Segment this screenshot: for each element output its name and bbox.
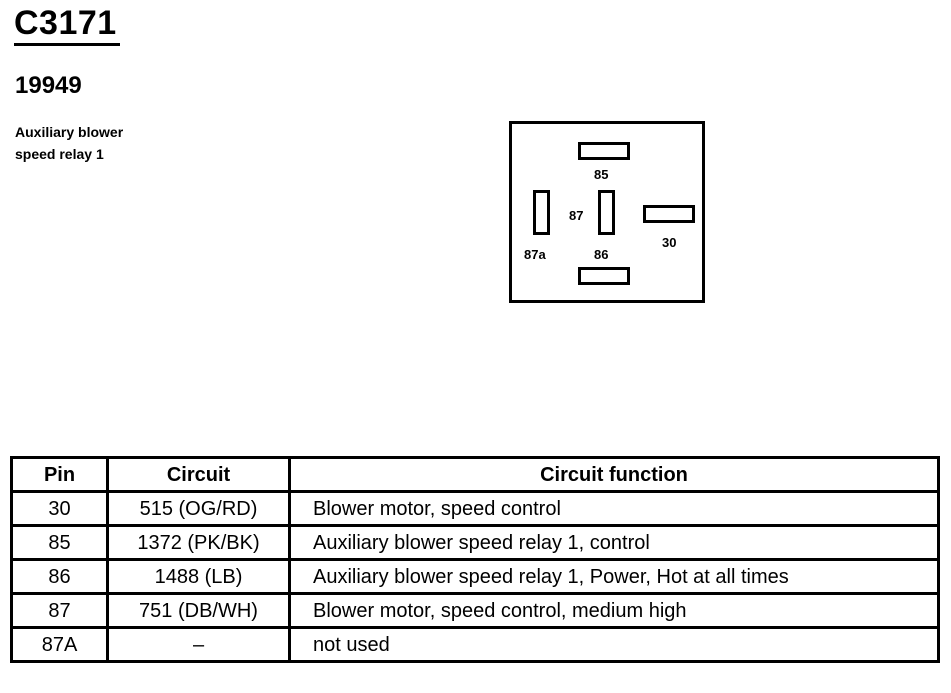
part-number: 19949 (15, 72, 82, 99)
terminal-30 (643, 205, 695, 223)
cell-pin: 87 (10, 592, 109, 629)
table-row: 87A – not used (10, 626, 940, 663)
description-line-2: speed relay 1 (15, 146, 104, 162)
cell-circuit: 515 (OG/RD) (106, 490, 291, 527)
table-row: 30 515 (OG/RD) Blower motor, speed contr… (10, 490, 940, 527)
connector-id-underline (14, 43, 120, 46)
terminal-87a (533, 190, 550, 235)
cell-circuit: – (106, 626, 291, 663)
connector-description: Auxiliary blower speed relay 1 (15, 121, 175, 165)
cell-circuit: 751 (DB/WH) (106, 592, 291, 629)
cell-function: Auxiliary blower speed relay 1, control (288, 524, 940, 561)
cell-function: Auxiliary blower speed relay 1, Power, H… (288, 558, 940, 595)
pinout-table: Pin Circuit Circuit function 30 515 (OG/… (10, 456, 940, 663)
pin-label-85: 85 (594, 167, 609, 182)
connector-id: C3171 (14, 4, 117, 42)
table-row: 87 751 (DB/WH) Blower motor, speed contr… (10, 592, 940, 629)
cell-pin: 86 (10, 558, 109, 595)
cell-function: Blower motor, speed control (288, 490, 940, 527)
header-circuit: Circuit (106, 456, 291, 493)
cell-pin: 85 (10, 524, 109, 561)
header-pin: Pin (10, 456, 109, 493)
cell-circuit: 1372 (PK/BK) (106, 524, 291, 561)
pin-label-86: 86 (594, 247, 609, 262)
description-line-1: Auxiliary blower (15, 124, 124, 140)
relay-connector-face: 85 87a 87 30 86 (509, 121, 705, 303)
cell-function: Blower motor, speed control, medium high (288, 592, 940, 629)
terminal-86 (578, 267, 630, 285)
cell-pin: 87A (10, 626, 109, 663)
table-row: 85 1372 (PK/BK) Auxiliary blower speed r… (10, 524, 940, 561)
pin-label-30: 30 (662, 235, 677, 250)
table-header-row: Pin Circuit Circuit function (10, 456, 940, 493)
header-circuit-function: Circuit function (288, 456, 940, 493)
table-row: 86 1488 (LB) Auxiliary blower speed rela… (10, 558, 940, 595)
terminal-85 (578, 142, 630, 160)
pin-label-87: 87 (569, 208, 584, 223)
cell-function: not used (288, 626, 940, 663)
pin-label-87a: 87a (524, 247, 546, 262)
cell-pin: 30 (10, 490, 109, 527)
terminal-87 (598, 190, 615, 235)
cell-circuit: 1488 (LB) (106, 558, 291, 595)
